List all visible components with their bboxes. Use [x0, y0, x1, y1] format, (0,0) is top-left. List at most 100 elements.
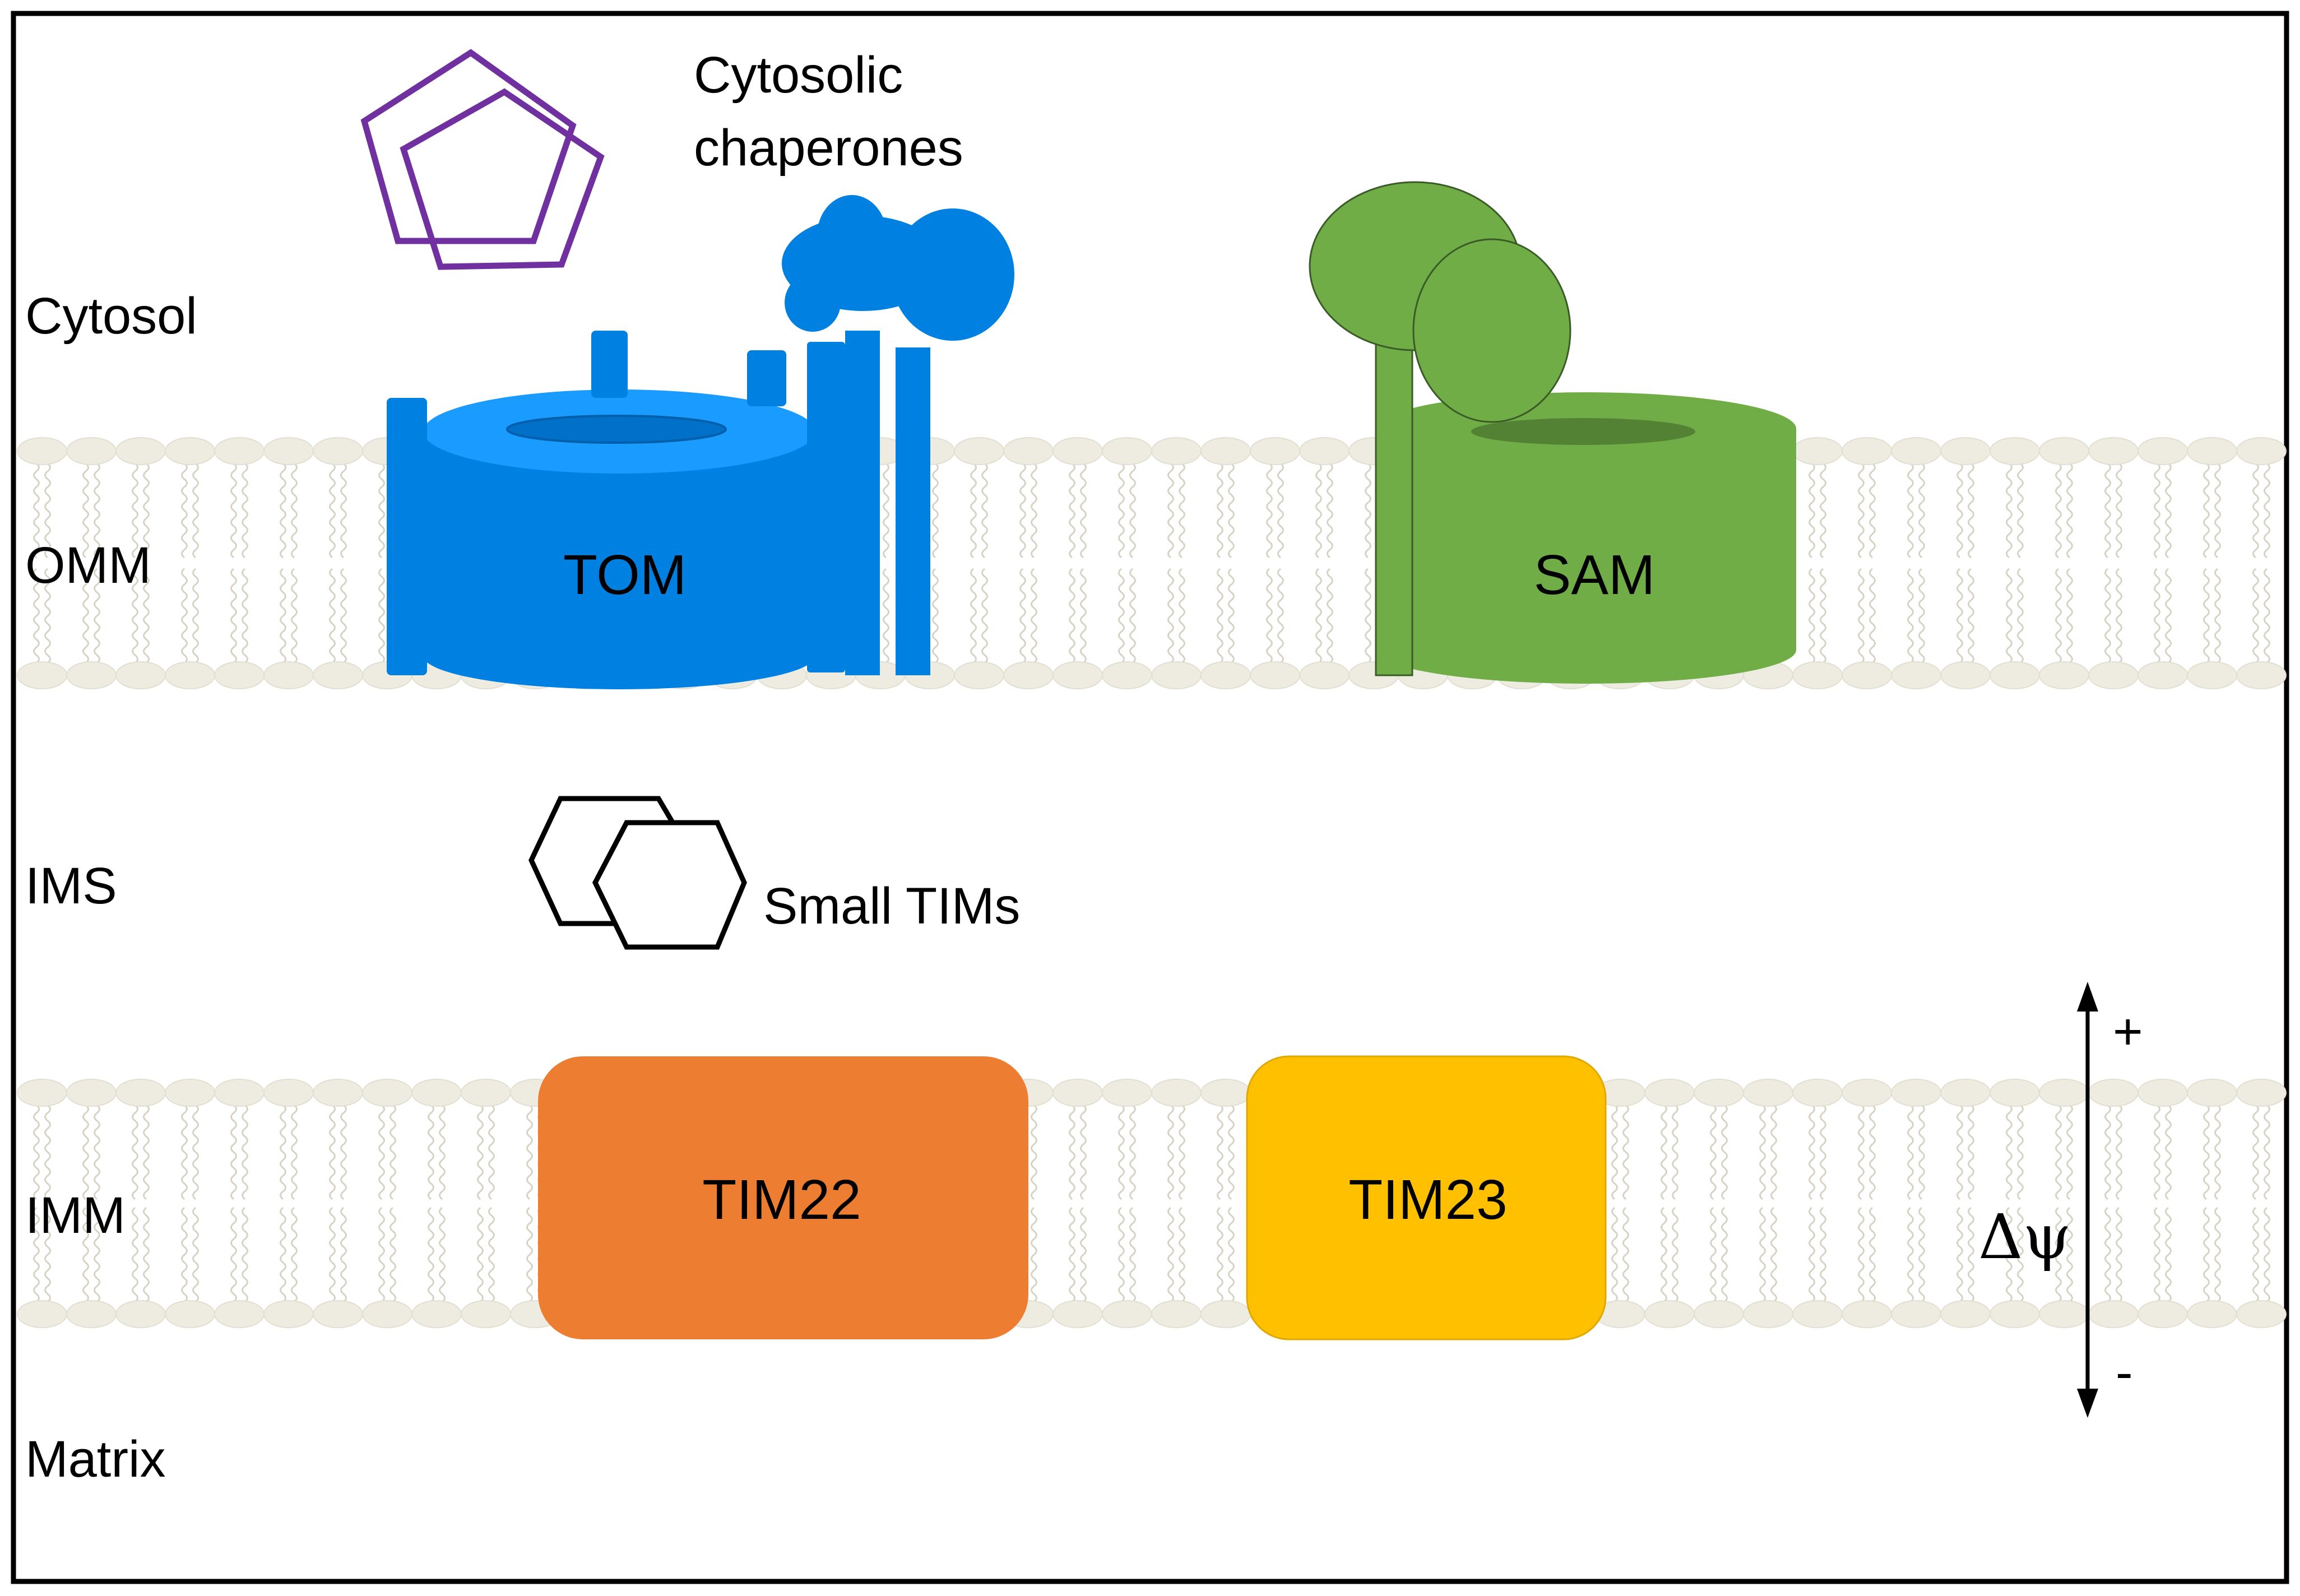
lipid-head [2039, 661, 2089, 689]
lipid-tail [2116, 1104, 2122, 1303]
lipid-tail [82, 462, 89, 664]
small-tims-icon [528, 796, 747, 950]
lipid-head [214, 1300, 265, 1328]
lipid-tail [192, 1104, 199, 1303]
lipid-tail [340, 1104, 347, 1303]
lipid-tail [2264, 1104, 2270, 1303]
lipid-head [1891, 661, 1941, 689]
lipid-tail [1080, 1104, 1087, 1303]
arrow-head-down [2077, 1389, 2098, 1418]
lipid-head [1052, 661, 1103, 689]
tim22-label: TIM22 [702, 1168, 861, 1231]
imm-label: IMM [25, 1187, 126, 1244]
lipid-head [17, 661, 67, 689]
lipid-tail [181, 462, 188, 664]
lipid-tail [1179, 462, 1185, 664]
lipid-tail [33, 1104, 40, 1303]
lipid-head [1644, 1079, 1695, 1107]
lipid-head [2137, 437, 2188, 465]
lipid-tail [970, 462, 977, 664]
lipid-head [1792, 437, 1843, 465]
lipid-tail [1266, 462, 1273, 664]
lipid-tail [181, 1104, 188, 1303]
lipid-head [313, 1079, 363, 1107]
lipid-head [2236, 1079, 2287, 1107]
lipid-head [263, 1300, 314, 1328]
tom-subunit-peg-1 [591, 331, 628, 398]
lipid-head [1940, 661, 1991, 689]
lipid-head [2187, 1079, 2237, 1107]
lipid-tail [2017, 1104, 2024, 1303]
lipid-head [1200, 661, 1251, 689]
matrix-label: Matrix [25, 1431, 165, 1488]
lipid-tail [477, 1104, 484, 1303]
lipid-head [1990, 1079, 2040, 1107]
lipid-tail [44, 462, 51, 664]
lipid-tail [2214, 1104, 2221, 1303]
lipid-tail [280, 1104, 286, 1303]
lipid-tail [439, 1104, 446, 1303]
lipid-head [165, 437, 215, 465]
lipid-tail [2264, 462, 2270, 664]
lipid-tail [1672, 1104, 1678, 1303]
lipid-head [1891, 1300, 1941, 1328]
lipid-head [17, 1300, 67, 1328]
lipid-head [461, 1079, 511, 1107]
lipid-tail [1968, 462, 1974, 664]
lipid-tail [1031, 1104, 1037, 1303]
lipid-head [2187, 437, 2237, 465]
lipid-head [362, 1300, 412, 1328]
tom-complex: TOM [387, 195, 1014, 689]
lipid-head [115, 1300, 166, 1328]
lipid-head [1151, 1300, 1202, 1328]
lipid-tail [1809, 462, 1815, 664]
lipid-head [1250, 661, 1300, 689]
lipid-tail [1956, 462, 1963, 664]
lipid-tail [2154, 462, 2160, 664]
lipid-head [2236, 437, 2287, 465]
membrane-potential-arrow [2077, 982, 2098, 1418]
tom-subunit-peg-2 [747, 350, 786, 406]
lipid-tail [378, 462, 385, 664]
lipid-head [362, 1079, 412, 1107]
lipid-head [1644, 1300, 1695, 1328]
lipid-tail [1820, 1104, 1826, 1303]
small-tims-label: Small TIMs [763, 878, 1020, 935]
lipid-tail [2104, 462, 2111, 664]
lipid-head [1003, 437, 1054, 465]
negative-sign: - [2116, 1344, 2133, 1401]
lipid-head [263, 661, 314, 689]
lipid-head [2088, 1079, 2139, 1107]
lipid-head [1842, 437, 1892, 465]
lipid-tail [1080, 462, 1087, 664]
lipid-tail [1611, 1104, 1618, 1303]
lipid-head [1792, 1300, 1843, 1328]
lipid-tail [389, 1104, 396, 1303]
lipid-tail [2165, 462, 2172, 664]
lipid-tail [82, 1104, 89, 1303]
lipid-tail [1820, 462, 1826, 664]
lipid-head [1842, 1079, 1892, 1107]
lipid-head [411, 1300, 462, 1328]
lipid-tail [1031, 462, 1037, 664]
lipid-tail [1907, 462, 1914, 664]
lipid-tail [2214, 462, 2221, 664]
lipid-head [1151, 1079, 1202, 1107]
lipid-tail [2154, 1104, 2160, 1303]
lipid-tail [1228, 1104, 1235, 1303]
lipid-head [2137, 1079, 2188, 1107]
lipid-tail [1907, 1104, 1914, 1303]
lipid-tail [883, 462, 889, 664]
lipid-head [1052, 1300, 1103, 1328]
lipid-tail [1167, 462, 1174, 664]
lipid-head [115, 661, 166, 689]
lipid-head [1940, 437, 1991, 465]
lipid-tail [2055, 462, 2062, 664]
lipid-tail [1217, 1104, 1223, 1303]
lipid-head [313, 661, 363, 689]
lipid-tail [1809, 1104, 1815, 1303]
small-tim-hexagon-front [592, 820, 747, 950]
lipid-tail [1069, 1104, 1075, 1303]
lipid-head [1200, 437, 1251, 465]
lipid-head [165, 1079, 215, 1107]
